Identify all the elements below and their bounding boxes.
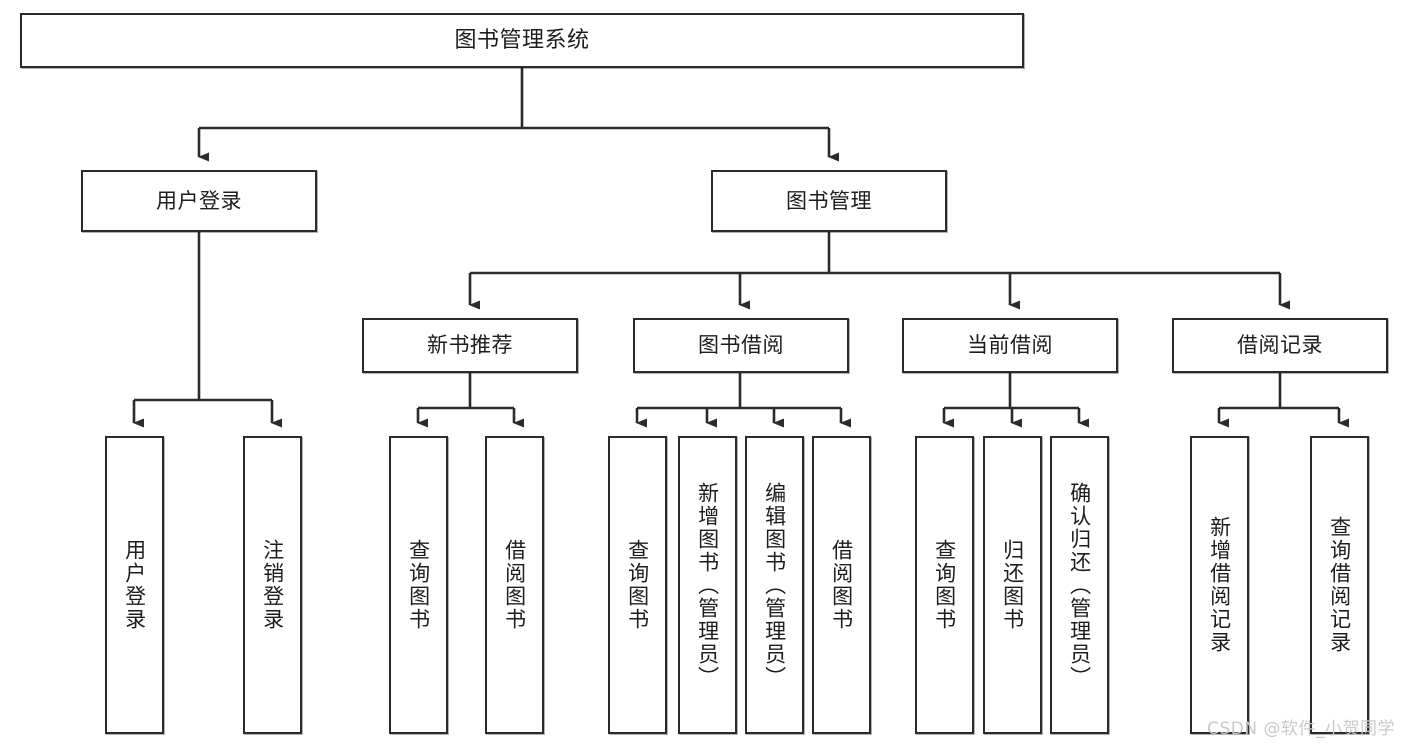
leaf-label: 归还图书 bbox=[1000, 539, 1025, 631]
node-label-current-borrow: 当前借阅 bbox=[967, 333, 1053, 358]
node-label-new-book-recommend: 新书推荐 bbox=[427, 333, 513, 358]
leaf-edit-book-admin[interactable]: 编辑图书（管理员） bbox=[745, 436, 804, 734]
node-label-book-borrow: 图书借阅 bbox=[698, 333, 784, 358]
node-book-borrow[interactable]: 图书借阅 bbox=[633, 318, 849, 373]
leaf-query-borrow-record[interactable]: 查询借阅记录 bbox=[1310, 436, 1369, 734]
leaf-label: 查询图书 bbox=[625, 539, 650, 631]
leaf-label: 借阅图书 bbox=[829, 539, 854, 631]
leaf-add-book-admin[interactable]: 新增图书（管理员） bbox=[678, 436, 737, 734]
leaf-label: 用户登录 bbox=[122, 539, 147, 631]
node-label-user-login: 用户登录 bbox=[156, 188, 242, 213]
leaf-label: 新增借阅记录 bbox=[1207, 516, 1232, 654]
node-book-management[interactable]: 图书管理 bbox=[711, 170, 947, 232]
node-new-book-recommend[interactable]: 新书推荐 bbox=[362, 318, 578, 373]
leaf-label: 编辑图书（管理员） bbox=[762, 481, 787, 689]
node-user-login[interactable]: 用户登录 bbox=[81, 170, 317, 232]
leaf-label: 确认归还（管理员） bbox=[1067, 481, 1092, 689]
node-label-root: 图书管理系统 bbox=[454, 27, 590, 53]
leaf-label: 新增图书（管理员） bbox=[695, 481, 720, 689]
leaf-logout[interactable]: 注销登录 bbox=[243, 436, 302, 734]
leaf-borrow-books-newbook[interactable]: 借阅图书 bbox=[485, 436, 544, 734]
leaf-query-books-borrow[interactable]: 查询图书 bbox=[608, 436, 667, 734]
node-current-borrow[interactable]: 当前借阅 bbox=[902, 318, 1118, 373]
node-label-book-management: 图书管理 bbox=[786, 188, 872, 213]
leaf-query-books-newbook[interactable]: 查询图书 bbox=[389, 436, 448, 734]
watermark: CSDN @软件_小贺同学 bbox=[1207, 719, 1395, 739]
leaf-confirm-return-admin[interactable]: 确认归还（管理员） bbox=[1050, 436, 1109, 734]
node-borrow-record[interactable]: 借阅记录 bbox=[1172, 318, 1388, 373]
leaf-return-books[interactable]: 归还图书 bbox=[983, 436, 1042, 734]
leaf-query-books-current[interactable]: 查询图书 bbox=[915, 436, 974, 734]
leaf-label: 查询借阅记录 bbox=[1327, 516, 1352, 654]
node-root-book-management-system[interactable]: 图书管理系统 bbox=[20, 13, 1024, 68]
leaf-label: 借阅图书 bbox=[502, 539, 527, 631]
leaf-add-borrow-record[interactable]: 新增借阅记录 bbox=[1190, 436, 1249, 734]
leaf-label: 查询图书 bbox=[406, 539, 431, 631]
leaf-user-login[interactable]: 用户登录 bbox=[105, 436, 164, 734]
leaf-label: 查询图书 bbox=[932, 539, 957, 631]
leaf-borrow-books[interactable]: 借阅图书 bbox=[812, 436, 871, 734]
node-label-borrow-record: 借阅记录 bbox=[1237, 333, 1323, 358]
leaf-label: 注销登录 bbox=[260, 539, 285, 631]
